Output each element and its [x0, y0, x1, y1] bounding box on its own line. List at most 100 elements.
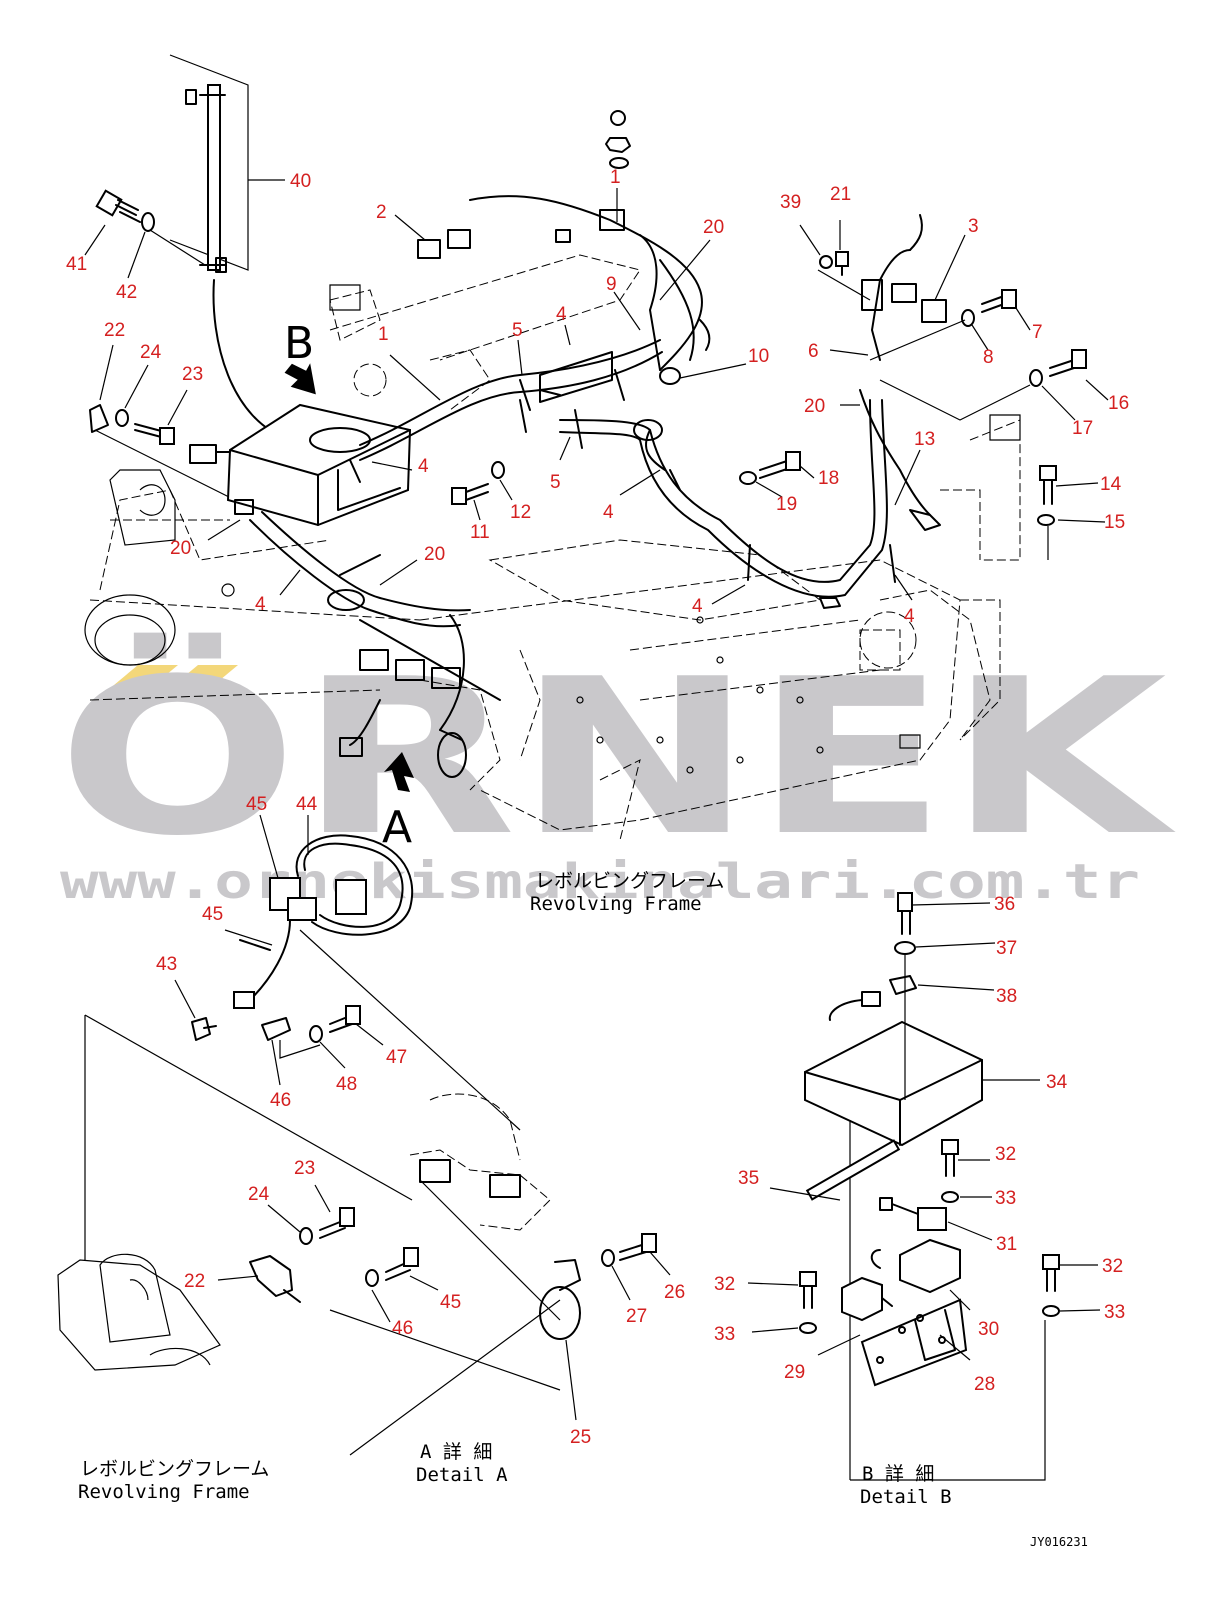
bolt-23-upper [134, 423, 175, 445]
callout-leaders [84, 179, 1109, 1421]
callout-29: 29 [784, 1362, 805, 1383]
caption-lower-frame-en: Revolving Frame [78, 1481, 250, 1503]
watermark: ÖRNEK www.ornekismakinalari.com.tr [57, 632, 1177, 910]
detail-a-harness [191, 834, 414, 1059]
washer-42 [141, 212, 155, 232]
callout-14: 14 [1100, 474, 1122, 495]
caption-detail-a-en: Detail A [416, 1464, 508, 1486]
wire-ties [339, 369, 896, 583]
callout-17: 17 [1072, 418, 1093, 439]
controller-box [189, 403, 412, 527]
washer-8 [961, 309, 975, 327]
callout-4-f: 4 [904, 606, 915, 627]
washer-15 [1037, 514, 1055, 526]
caption-lower-frame-jp: レボルビングフレーム [80, 1458, 269, 1480]
callout-44: 44 [296, 794, 318, 815]
washer-12 [491, 461, 505, 479]
callout-20-mid: 20 [424, 544, 445, 565]
callout-40: 40 [290, 171, 311, 192]
callout-7: 7 [1032, 322, 1043, 343]
callout-24-bottom: 24 [248, 1184, 270, 1205]
callout-4-d: 4 [255, 594, 266, 615]
callout-25: 25 [570, 1427, 591, 1448]
callout-38: 38 [996, 986, 1017, 1007]
callout-33-b: 33 [1104, 1302, 1125, 1323]
callout-4-b: 4 [418, 456, 429, 477]
callout-1-mid: 1 [378, 324, 389, 345]
callout-5-a: 5 [512, 320, 523, 341]
detail-a-frame [57, 1093, 657, 1371]
callout-4-a: 4 [556, 304, 567, 325]
callout-3: 3 [968, 216, 979, 237]
callout-27: 27 [626, 1306, 647, 1327]
callout-8: 8 [983, 347, 994, 368]
caption-main-frame-jp: レボルビングフレーム [535, 870, 724, 892]
view-b-marker: B [284, 318, 316, 395]
callout-45-a: 45 [246, 794, 267, 815]
caption-detail-b-jp: B 詳 細 [862, 1463, 934, 1485]
callout-15: 15 [1104, 512, 1125, 533]
callout-46-a: 46 [270, 1090, 291, 1111]
callout-42: 42 [116, 282, 137, 303]
callout-10: 10 [748, 346, 769, 367]
watermark-accent-right [168, 665, 238, 690]
bolt-41 [95, 189, 141, 223]
bolt-18 [759, 451, 801, 479]
callout-45-b: 45 [202, 904, 223, 925]
main-harness [249, 110, 947, 778]
detail-b [799, 892, 1060, 1481]
callout-6: 6 [808, 341, 819, 362]
callout-32-a: 32 [995, 1144, 1016, 1165]
callout-32-b: 32 [1102, 1256, 1123, 1277]
washer-19 [739, 471, 757, 485]
callout-5-b: 5 [550, 472, 561, 493]
callout-26: 26 [664, 1282, 685, 1303]
callout-46-b: 46 [392, 1318, 413, 1339]
callout-4-e: 4 [692, 596, 703, 617]
callout-33-c: 33 [714, 1324, 735, 1345]
callout-1-top: 1 [610, 167, 621, 188]
callout-33-a: 33 [995, 1188, 1016, 1209]
watermark-accent-left [108, 665, 178, 690]
callout-32-c: 32 [714, 1274, 735, 1295]
revolving-frame-outline [84, 254, 1021, 841]
callout-31: 31 [996, 1234, 1017, 1255]
view-a-letter: A [382, 802, 412, 853]
callout-16: 16 [1108, 393, 1129, 414]
captions: レボルビングフレーム Revolving Frame レボルビングフレーム Re… [78, 870, 1088, 1549]
watermark-brand: ÖRNEK [57, 632, 1177, 883]
callout-13: 13 [914, 429, 935, 450]
callout-9: 9 [606, 274, 617, 295]
callout-22-top: 22 [104, 320, 125, 341]
callout-11: 11 [470, 522, 490, 543]
callout-24-top: 24 [140, 342, 162, 363]
callout-22-bottom: 22 [184, 1271, 205, 1292]
callout-23-bottom: 23 [294, 1158, 315, 1179]
bolt-47 [329, 1005, 361, 1033]
drawing-id: JY016231 [1030, 1535, 1088, 1549]
callout-20-left: 20 [170, 538, 191, 559]
callout-30: 30 [978, 1319, 999, 1340]
callout-20-top: 20 [703, 217, 724, 238]
part-40-rod [169, 54, 291, 441]
callout-28: 28 [974, 1374, 995, 1395]
callout-39: 39 [780, 192, 801, 213]
callout-48: 48 [336, 1074, 357, 1095]
callout-45-c: 45 [440, 1292, 461, 1313]
callout-35: 35 [738, 1168, 759, 1189]
callout-20-right: 20 [804, 396, 825, 417]
caption-detail-a-jp: A 詳 細 [420, 1441, 492, 1463]
caption-main-frame-en: Revolving Frame [530, 893, 702, 915]
callout-36: 36 [994, 894, 1015, 915]
washer-17 [1029, 369, 1043, 387]
caption-detail-b-en: Detail B [860, 1486, 952, 1508]
callout-23-top: 23 [182, 364, 203, 385]
bolt-14 [1039, 465, 1057, 505]
washer-24-upper [115, 409, 129, 427]
callout-37: 37 [996, 938, 1017, 959]
bolt-11 [451, 483, 489, 505]
view-b-letter: B [284, 318, 314, 369]
callout-19: 19 [776, 494, 797, 515]
callout-21: 21 [830, 184, 851, 205]
